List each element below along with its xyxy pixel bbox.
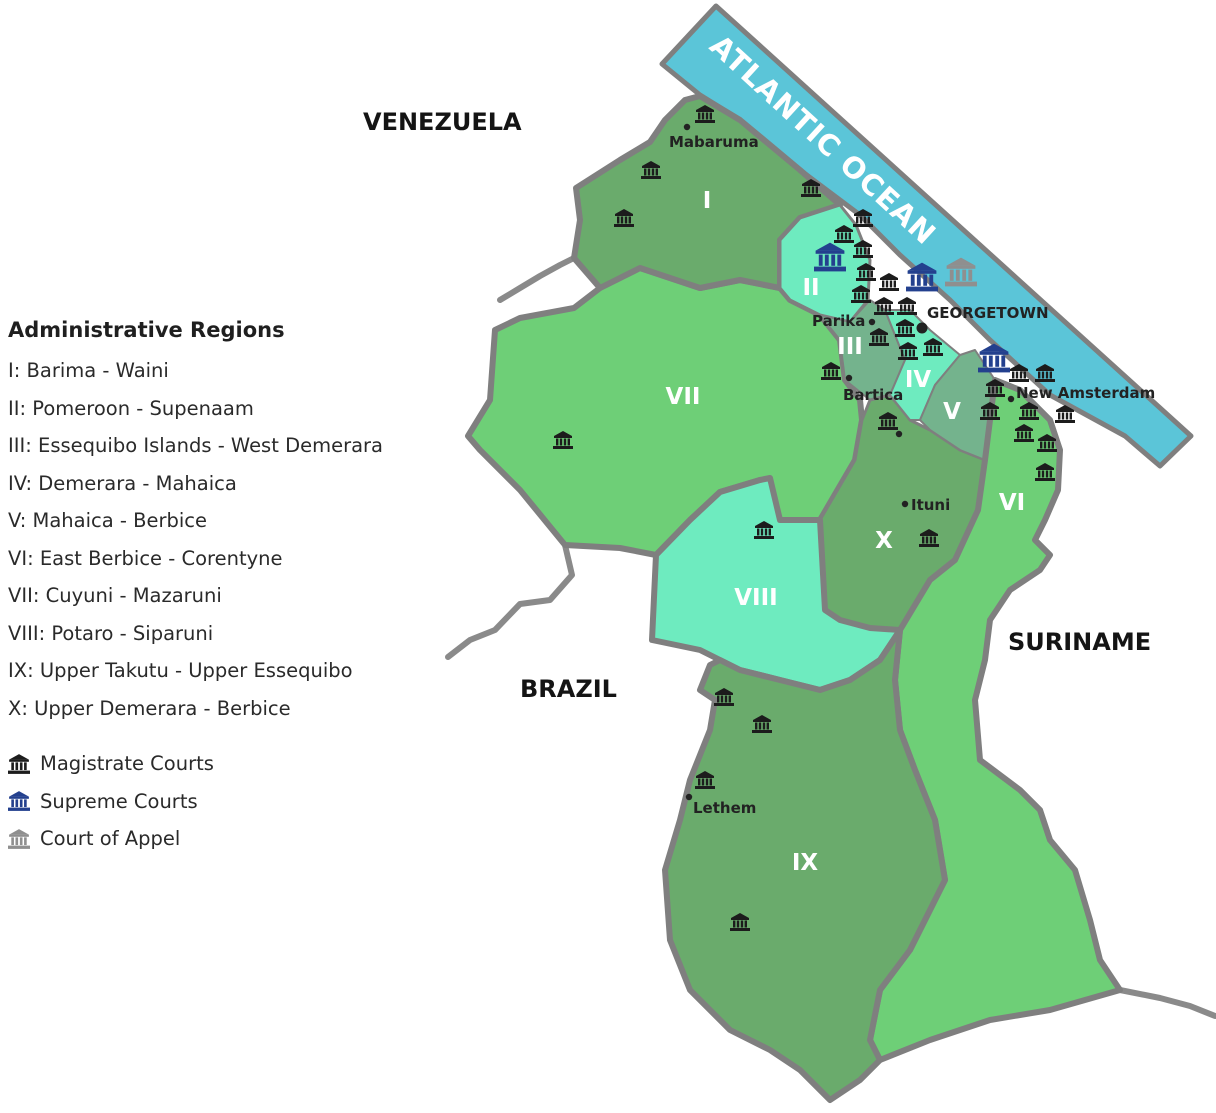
legend-region-vi: VI: East Berbice - Corentyne — [8, 546, 283, 570]
supreme-court-icon — [8, 790, 30, 812]
magistrate-court-icon — [897, 297, 917, 315]
magistrate-court-icon — [879, 273, 899, 291]
region-label-iii: III — [837, 334, 863, 360]
suriname-border-line — [1117, 987, 1216, 1019]
legend-key-label: Supreme Courts — [40, 789, 198, 813]
town-dot-lethem — [685, 793, 693, 801]
country-label-venezuela: VENEZUELA — [363, 108, 522, 136]
town-label-georgetown: GEORGETOWN — [927, 304, 1049, 322]
legend-region-iii: III: Essequibo Islands - West Demerara — [8, 434, 384, 457]
legend-region-ii: II: Pomeroon - Supenaam — [8, 396, 254, 420]
region-label-vii: VII — [666, 384, 701, 410]
legend-title: Administrative Regions — [8, 318, 285, 342]
legend-region-ix: IX: Upper Takutu - Upper Essequibo — [8, 659, 353, 682]
town-dot-ituni — [901, 500, 909, 508]
town-label-new-amsterdam: New Amsterdam — [1016, 384, 1155, 402]
town-label-ituni: Ituni — [911, 496, 950, 514]
region-label-viii: VIII — [734, 585, 777, 611]
region-ix — [662, 627, 948, 1103]
legend-region-i: I: Barima - Waini — [8, 359, 169, 382]
town-dot-parika — [868, 318, 876, 326]
legend-key-supreme: Supreme Courts — [8, 783, 383, 821]
legend-key-appeal: Court of Appel — [8, 820, 383, 858]
town-dot-unnamed — [895, 430, 903, 438]
region-i — [571, 93, 843, 291]
legend-region-iv: IV: Demerara - Mahaica — [8, 471, 237, 495]
country-label-suriname: SURINAME — [1008, 628, 1151, 656]
town-label-lethem: Lethem — [693, 799, 756, 817]
town-dot-georgetown — [916, 322, 928, 334]
town-dot-new-amsterdam — [1007, 395, 1015, 403]
legend-court-keys: Magistrate Courts Supreme Courts Court o… — [8, 745, 383, 858]
region-label-iv: IV — [905, 367, 932, 393]
legend-region-x: X: Upper Demerara - Berbice — [8, 696, 291, 720]
legend-region-vii: VII: Cuyuni - Mazaruni — [8, 584, 222, 607]
legend: Administrative Regions I: Barima - Waini… — [8, 318, 383, 858]
town-label-bartica: Bartica — [843, 386, 903, 404]
legend-key-label: Magistrate Courts — [40, 752, 214, 775]
region-label-vi: VI — [999, 490, 1025, 516]
magistrate-court-icon — [874, 297, 894, 315]
legend-region-v: V: Mahaica - Berbice — [8, 509, 208, 532]
region-label-i: I — [703, 188, 712, 214]
town-dot-bartica — [845, 374, 853, 382]
court-of-appeal-icon — [8, 828, 30, 850]
legend-key-label: Court of Appel — [40, 827, 181, 850]
region-label-ix: IX — [792, 850, 819, 876]
region-vii — [465, 265, 865, 558]
venezuela-border-line — [497, 255, 577, 303]
town-dot-mabaruma — [683, 123, 691, 131]
legend-region-viii: VIII: Potaro - Siparuni — [8, 621, 214, 645]
region-label-v: V — [943, 399, 961, 425]
legend-key-magistrate: Magistrate Courts — [8, 745, 383, 783]
town-label-parika: Parika — [812, 312, 865, 330]
town-label-mabaruma: Mabaruma — [669, 133, 759, 151]
brazil-border-line — [445, 542, 575, 660]
region-label-x: X — [875, 528, 893, 554]
country-label-brazil: BRAZIL — [520, 675, 617, 703]
region-label-ii: II — [802, 275, 819, 301]
magistrate-court-icon — [8, 753, 30, 775]
